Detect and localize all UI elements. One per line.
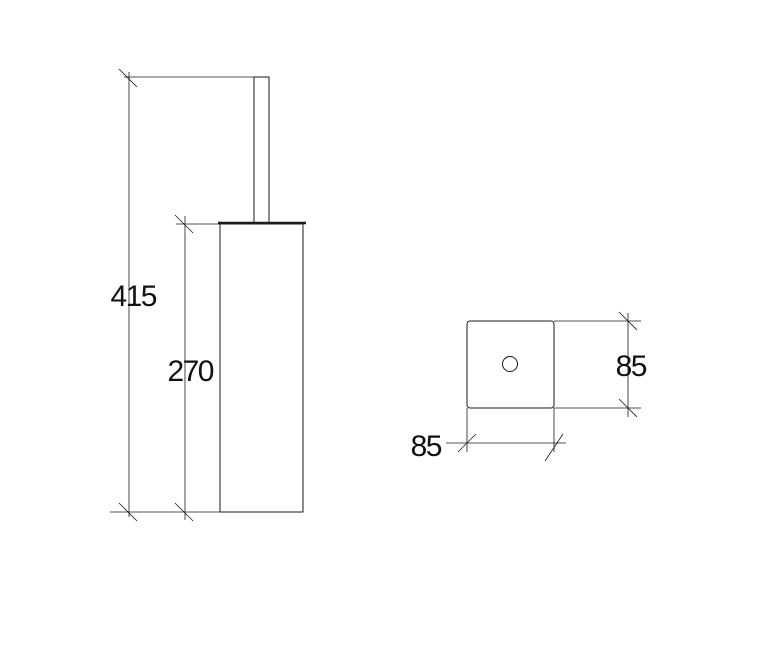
tick-bottom	[118, 502, 138, 522]
dimension-container-height: 270	[167, 214, 220, 522]
brush-handle	[253, 76, 270, 224]
dimension-label-270: 270	[167, 355, 213, 388]
dimension-total-height: 415	[110, 68, 254, 522]
tick-bottom	[174, 502, 194, 522]
plan-outline	[466, 320, 555, 409]
side-elevation	[218, 76, 306, 513]
dimension-depth: 85	[554, 311, 648, 418]
tick-top	[118, 68, 138, 88]
dimension-label-415: 415	[110, 280, 156, 313]
container-body	[219, 223, 304, 513]
dimension-label-depth-85: 85	[616, 350, 647, 383]
dimension-width: 85	[411, 408, 566, 463]
plan-view	[466, 320, 555, 409]
tick-right	[544, 433, 564, 462]
dimension-label-width-85: 85	[411, 430, 442, 463]
handle-hole	[502, 356, 518, 372]
tick-bottom	[618, 398, 638, 418]
tick-left	[457, 433, 477, 453]
tick-top	[174, 214, 194, 234]
tick-top	[618, 311, 638, 331]
